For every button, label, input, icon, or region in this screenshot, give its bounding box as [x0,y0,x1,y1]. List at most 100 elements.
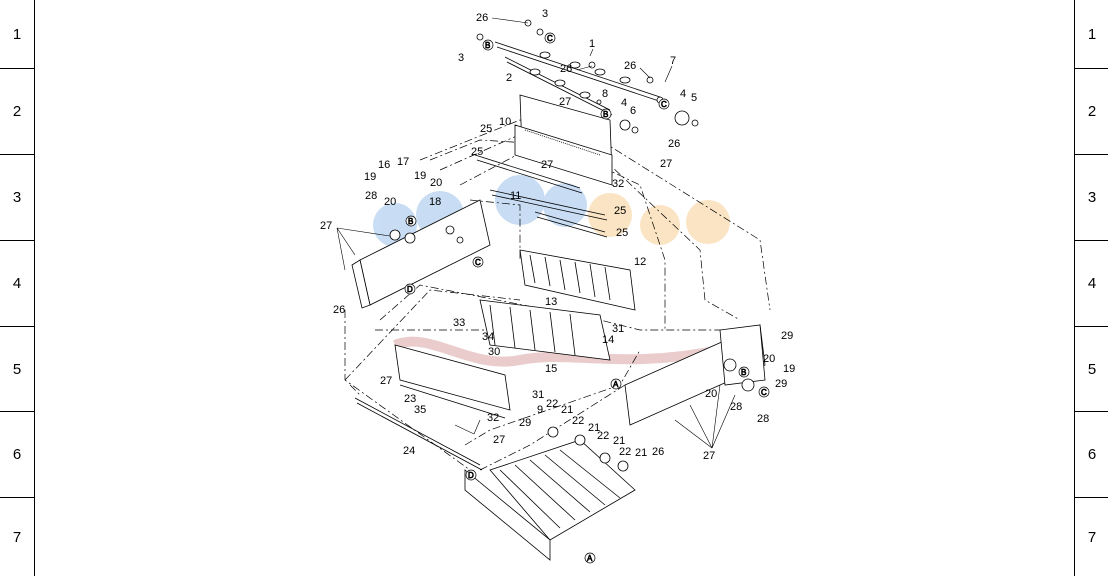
row-number: 6 [1075,412,1108,498]
part-label: 20 [705,388,717,400]
part-label: 27 [660,158,672,170]
row-number: 7 [12,528,22,546]
ref-marker-label: B [485,41,490,50]
part-label: 31 [532,389,544,401]
ref-marker [405,215,417,227]
right-side-frame [624,324,766,426]
part-label: 28 [365,190,377,202]
row-number: 6 [0,412,34,498]
ref-marker [658,98,670,110]
row-number: 1 [0,0,34,69]
part-label: 19 [414,170,426,182]
part-label: 22 [597,430,609,442]
ref-marker-label: D [407,285,413,294]
part-label: 27 [541,159,553,171]
part-label: 21 [561,404,573,416]
ref-marker [610,378,622,390]
dash-dot-leader-lines [344,119,771,471]
ref-marker-label: A [613,380,619,389]
part-label: 2 [506,72,512,84]
part-label: 24 [403,445,415,457]
part-label: 19 [783,363,795,375]
part-label: 32 [612,178,624,190]
part-label: 26 [476,12,488,24]
row-number: 1 [1075,0,1108,69]
lower-roller [354,397,483,471]
left-row-index: 1 2 3 4 5 6 7 [0,0,35,576]
ref-marker [600,108,612,120]
part-label: 25 [480,123,492,135]
feed-rollers [547,426,629,472]
part-label: 26 [668,138,680,150]
part-label: 34 [482,331,494,343]
ref-marker-label: B [741,368,746,377]
part-label: 27 [320,220,332,232]
part-label: 15 [545,363,557,375]
middle-rollers [474,154,608,238]
part-label: 23 [404,393,416,405]
part-label: 29 [519,417,531,429]
part-label: 25 [614,205,626,217]
part-label: 27 [493,434,505,446]
part-label: 28 [730,401,742,413]
part-label: 7 [670,55,676,67]
row-number: 5 [0,327,34,412]
part-label: 13 [545,296,557,308]
part-label: 25 [616,227,628,239]
part-label: 16 [378,159,390,171]
row-number: 5 [1075,327,1108,412]
row-number: 3 [0,155,34,241]
ref-marker [738,366,750,378]
part-label: 33 [453,317,465,329]
part-label: 21 [613,435,625,447]
part-label: 19 [364,171,376,183]
ref-marker [482,39,494,51]
ref-marker [758,386,770,398]
part-label: 35 [414,404,426,416]
part-label: 26 [560,63,572,75]
part-label: 8 [602,88,608,100]
ref-marker-label: C [761,388,767,397]
part-label: 32 [487,412,499,424]
row-number: 4 [1075,241,1108,327]
part-label: 12 [634,256,646,268]
part-label: 27 [559,96,571,108]
part-label: 22 [619,446,631,458]
part-label: 22 [546,398,558,410]
row-number: 7 [1087,528,1097,546]
ref-marker-label: C [475,258,481,267]
part-label: 29 [781,330,793,342]
part-label: 4 [680,88,686,100]
part-label: 9 [537,404,543,416]
part-label: 22 [572,415,584,427]
part-label: 26 [652,446,664,458]
part-number-labels: 26 3 3 1 2 26 26 7 8 27 4 4 5 6 26 10 25… [320,8,795,462]
small-fasteners [476,19,699,134]
part-label: 31 [612,323,624,335]
part-label: 26 [333,304,345,316]
ref-marker-label: B [408,217,413,226]
part-label: 11 [510,190,521,202]
ref-marker-label: C [661,100,667,109]
part-label: 3 [542,8,548,20]
row-number: 2 [0,69,34,155]
reference-markers: B C B C B C D A B C D A [404,32,770,564]
upper-shafts [494,41,663,116]
part-label: 6 [630,105,636,117]
left-side-frame [351,199,491,309]
upper-guide-plate [514,94,613,186]
part-label: 14 [602,334,614,346]
row-number: 2 [1075,69,1108,155]
part-label: 18 [429,196,441,208]
ref-marker [584,552,596,564]
part-label: 20 [384,196,396,208]
right-row-index: 1 2 3 4 5 6 7 [1074,0,1108,576]
tray-assembly [479,299,611,361]
part-label: 30 [488,346,500,358]
part-label: 10 [499,116,511,128]
part-label: 1 [589,38,595,50]
lower-guide-plate [394,344,511,419]
ref-marker [544,32,556,44]
ref-marker-label: B [603,110,608,119]
